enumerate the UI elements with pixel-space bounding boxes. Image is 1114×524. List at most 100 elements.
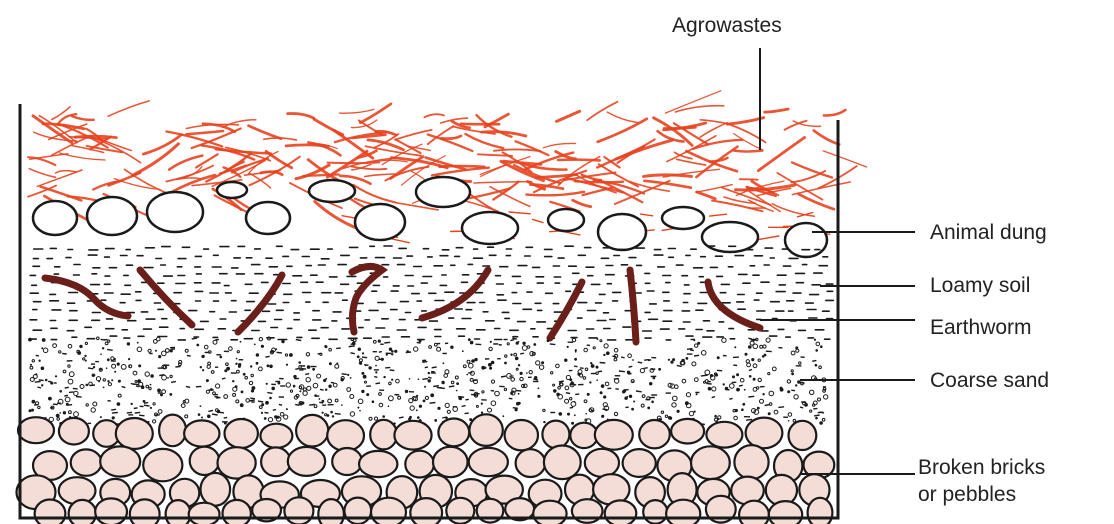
dung-lump bbox=[462, 212, 518, 244]
sand-grain bbox=[389, 348, 392, 351]
sand-grain bbox=[399, 417, 404, 418]
sand-grain bbox=[307, 365, 311, 369]
sand-grain bbox=[210, 388, 213, 391]
sand-grain bbox=[76, 397, 82, 398]
sand-grain bbox=[628, 354, 632, 358]
sand-grain bbox=[491, 380, 494, 383]
sand-grain bbox=[275, 348, 277, 350]
sand-grain bbox=[815, 417, 818, 420]
straw-stroke bbox=[607, 112, 638, 122]
sand-grain bbox=[746, 419, 752, 420]
sand-grain bbox=[388, 405, 390, 407]
straw-stroke bbox=[710, 214, 727, 216]
sand-grain bbox=[672, 403, 676, 407]
label-earthworm: Earthworm bbox=[930, 314, 1032, 341]
sand-grain bbox=[286, 408, 288, 410]
sand-grain bbox=[79, 345, 82, 348]
sand-grain bbox=[760, 399, 764, 403]
earthworm bbox=[630, 270, 636, 342]
sand-grain bbox=[391, 379, 393, 381]
sand-grain bbox=[583, 377, 586, 380]
sand-grain bbox=[65, 397, 70, 402]
sand-grain bbox=[706, 383, 711, 384]
straw-stroke bbox=[712, 201, 763, 212]
sand-grain bbox=[117, 402, 121, 406]
sand-grain bbox=[672, 358, 675, 361]
sand-grain bbox=[68, 365, 70, 367]
sand-grain bbox=[467, 360, 470, 363]
sand-grain bbox=[265, 356, 269, 357]
sand-grain bbox=[68, 344, 72, 348]
sand-grain bbox=[658, 368, 661, 371]
sand-grain bbox=[627, 371, 631, 375]
sand-grain bbox=[682, 379, 686, 383]
sand-grain bbox=[748, 396, 754, 397]
sand-grain bbox=[574, 414, 576, 416]
sand-grain bbox=[685, 401, 689, 405]
sand-grain bbox=[373, 340, 376, 343]
label-agrowastes: Agrowastes bbox=[672, 12, 782, 39]
sand-grain bbox=[445, 370, 449, 374]
pebble bbox=[731, 477, 764, 505]
sand-grain bbox=[474, 358, 477, 361]
sand-grain bbox=[319, 398, 321, 400]
sand-grain bbox=[200, 405, 202, 407]
sand-grain bbox=[229, 347, 233, 351]
sand-grain bbox=[468, 338, 471, 341]
sand-grain bbox=[589, 381, 591, 383]
sand-grain bbox=[286, 383, 290, 387]
sand-grain bbox=[824, 395, 828, 399]
sand-grain bbox=[295, 368, 299, 369]
sand-grain bbox=[471, 359, 475, 363]
sand-grain bbox=[379, 403, 383, 407]
sand-grain bbox=[100, 416, 102, 418]
sand-grain bbox=[220, 356, 223, 359]
pebble bbox=[446, 498, 474, 524]
straw-stroke bbox=[509, 212, 530, 214]
sand-grain bbox=[144, 405, 150, 406]
sand-grain bbox=[559, 381, 564, 382]
sand-grain bbox=[206, 390, 209, 393]
sand-grain bbox=[396, 394, 398, 396]
pebble bbox=[643, 500, 667, 524]
sand-grain bbox=[762, 393, 764, 395]
sand-grain bbox=[74, 412, 79, 417]
sand-grain bbox=[489, 347, 492, 350]
sand-grain bbox=[791, 351, 795, 355]
pebble bbox=[35, 499, 66, 524]
sand-grain bbox=[259, 367, 263, 371]
sand-grain bbox=[760, 345, 763, 348]
sand-grain bbox=[201, 355, 204, 358]
sand-grain bbox=[710, 374, 713, 377]
sand-grain bbox=[515, 357, 519, 361]
sand-grain bbox=[810, 410, 812, 412]
sand-grain bbox=[32, 360, 34, 362]
sand-grain bbox=[148, 349, 151, 352]
sand-grain bbox=[456, 390, 458, 392]
sand-grain bbox=[463, 365, 466, 368]
sand-grain bbox=[224, 395, 228, 399]
sand-grain bbox=[466, 374, 468, 376]
sand-grain bbox=[818, 398, 821, 401]
sand-grain bbox=[753, 378, 756, 381]
sand-grain bbox=[651, 369, 655, 370]
sand-grain bbox=[419, 339, 422, 342]
sand-grain bbox=[815, 349, 818, 352]
sand-grain bbox=[749, 370, 752, 371]
sand-grain bbox=[409, 399, 413, 403]
sand-grain bbox=[551, 372, 553, 374]
sand-grain bbox=[368, 366, 371, 369]
sand-grain bbox=[295, 404, 299, 405]
sand-grain bbox=[512, 375, 514, 377]
dung-lump bbox=[246, 202, 290, 234]
sand-grain bbox=[293, 375, 296, 378]
sand-grain bbox=[250, 365, 252, 367]
sand-grain bbox=[470, 390, 475, 391]
sand-grain bbox=[677, 410, 680, 413]
pebble bbox=[691, 446, 730, 479]
pebble bbox=[18, 417, 54, 443]
pebble bbox=[223, 500, 251, 524]
sand-grain bbox=[490, 341, 492, 343]
sand-grain bbox=[325, 389, 327, 391]
sand-grain bbox=[73, 388, 78, 389]
